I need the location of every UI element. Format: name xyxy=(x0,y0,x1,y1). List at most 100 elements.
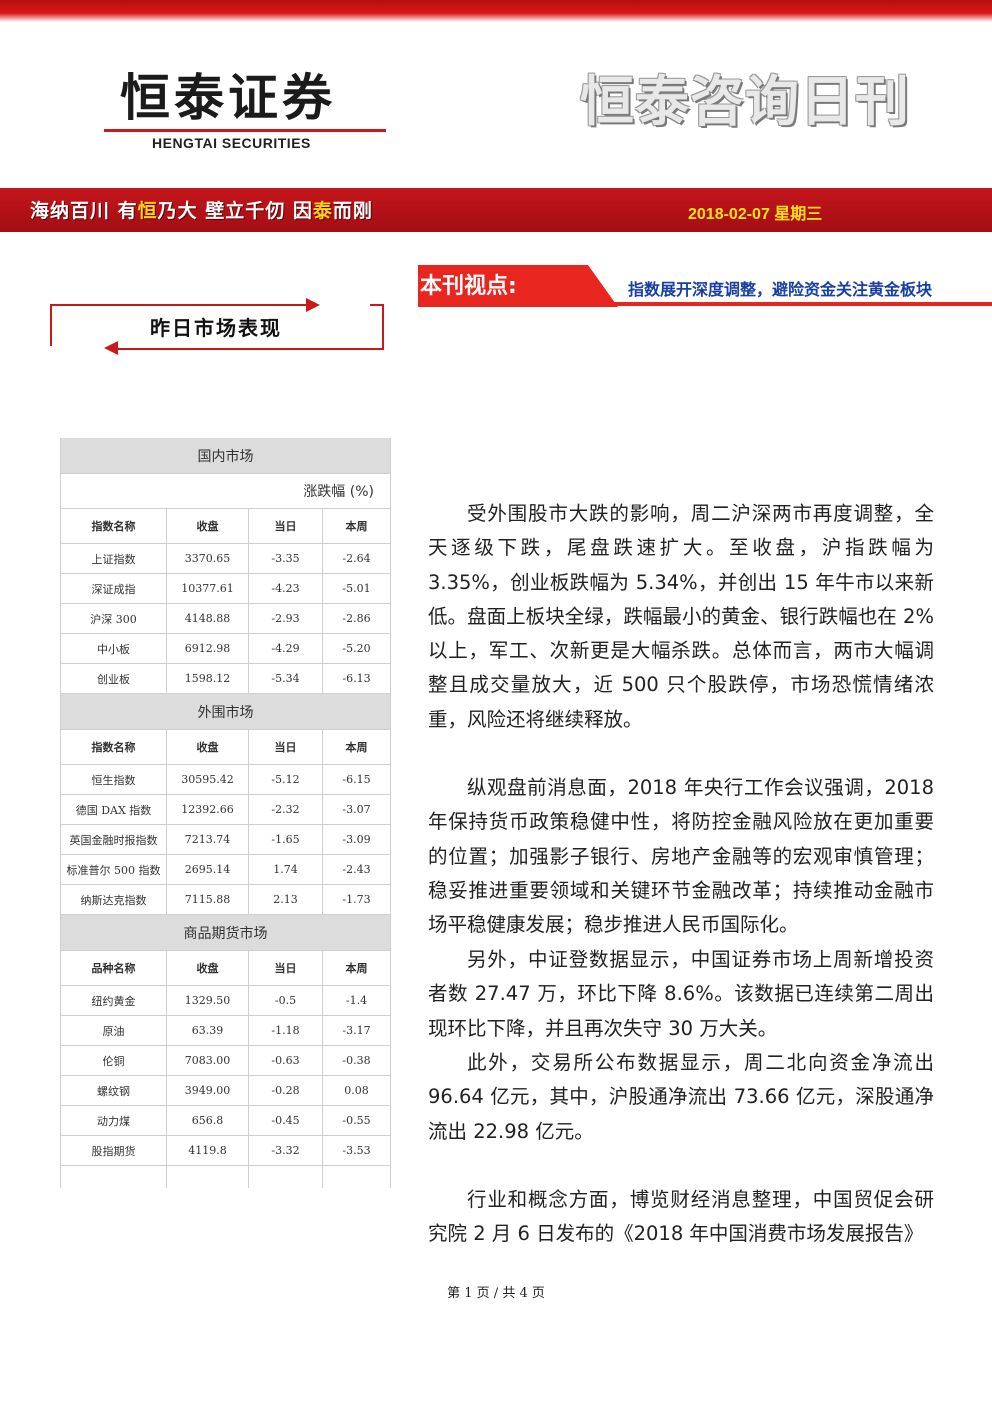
cell-day: -5.12 xyxy=(248,764,323,795)
cell-week: -6.15 xyxy=(322,764,391,795)
cell-day: -3.35 xyxy=(248,543,323,574)
table-row: 股指期货 4119.8 -3.32 -3.53 xyxy=(60,1135,391,1166)
cell-week: -2.64 xyxy=(322,543,391,574)
column-header: 本周 xyxy=(322,950,391,986)
table-row: 英国金融时报指数 7213.74 -1.65 -3.09 xyxy=(60,824,391,855)
logo-english: HENGTAI SECURITIES xyxy=(152,135,311,151)
cell-name: 上证指数 xyxy=(60,543,167,574)
cell-day: -0.45 xyxy=(248,1105,323,1136)
cell-name: 标准普尔 500 指数 xyxy=(60,854,167,885)
cell-close: 7115.88 xyxy=(166,884,249,915)
cell-name: 股指期货 xyxy=(60,1135,167,1166)
cell-close: 7213.74 xyxy=(166,824,249,855)
masthead-title: 恒泰咨询日刊 xyxy=(580,70,910,133)
table-tail-row xyxy=(60,1165,391,1188)
cell-day: -0.63 xyxy=(248,1045,323,1076)
cell-close: 6912.98 xyxy=(166,633,249,664)
banner-slogan: 海纳百川 有恒乃大 壁立千仞 因泰而刚 xyxy=(30,196,460,226)
cell-close: 3949.00 xyxy=(166,1075,249,1106)
issue-date: 2018-02-07 星期三 xyxy=(688,206,823,223)
table-row: 沪深 300 4148.88 -2.93 -2.86 xyxy=(60,603,391,634)
table-row: 纽约黄金 1329.50 -0.5 -1.4 xyxy=(60,985,391,1016)
table-row: 中小板 6912.98 -4.29 -5.20 xyxy=(60,633,391,664)
table-row: 上证指数 3370.65 -3.35 -2.64 xyxy=(60,543,391,574)
table-row: 螺纹钢 3949.00 -0.28 0.08 xyxy=(60,1075,391,1106)
column-header: 当日 xyxy=(248,508,323,544)
cell-name: 动力煤 xyxy=(60,1105,167,1136)
cell-week: -6.13 xyxy=(322,663,391,694)
cell-close: 4148.88 xyxy=(166,603,249,634)
viewpoint-headline: 指数展开深度调整，避险资金关注黄金板块 xyxy=(628,280,933,299)
slogan-part: 乃大 壁立千仞 因 xyxy=(157,200,313,222)
viewpoint-rule xyxy=(590,302,992,306)
table-row: 恒生指数 30595.42 -5.12 -6.15 xyxy=(60,764,391,795)
column-header: 本周 xyxy=(322,729,391,765)
cell-close: 1329.50 xyxy=(166,985,249,1016)
table-row: 深证成指 10377.61 -4.23 -5.01 xyxy=(60,573,391,604)
cell-week: -2.43 xyxy=(322,854,391,885)
column-header: 本周 xyxy=(322,508,391,544)
cell-week: -0.55 xyxy=(322,1105,391,1136)
cell-day: -2.93 xyxy=(248,603,323,634)
section-frame-gap xyxy=(50,346,118,352)
slogan-highlight: 泰 xyxy=(312,200,333,222)
table-row: 伦铜 7083.00 -0.63 -0.38 xyxy=(60,1045,391,1076)
body-paragraph-1: 受外围股市大跌的影响，周二沪深两市再度调整，全天逐级下跌，尾盘跌速扩大。至收盘，… xyxy=(428,502,934,731)
cell-day: -2.32 xyxy=(248,794,323,825)
cell-close: 3370.65 xyxy=(166,543,249,574)
cell-week: -3.53 xyxy=(322,1135,391,1166)
group-title: 商品期货市场 xyxy=(60,914,391,951)
page-footer: 第 1 页 / 共 4 页 xyxy=(447,1286,545,1301)
section-frame xyxy=(50,304,384,350)
cell-close: 1598.12 xyxy=(166,663,249,694)
table-row: 动力煤 656.8 -0.45 -0.55 xyxy=(60,1105,391,1136)
table-row: 德国 DAX 指数 12392.66 -2.32 -3.07 xyxy=(60,794,391,825)
section-frame-top-right xyxy=(370,304,384,306)
table-row: 标准普尔 500 指数 2695.14 1.74 -2.43 xyxy=(60,854,391,885)
unit-label: 涨跌幅 (%) xyxy=(60,473,391,509)
column-header: 指数名称 xyxy=(60,729,167,765)
cell-day: -4.29 xyxy=(248,633,323,664)
section-title: 昨日市场表现 xyxy=(150,316,282,340)
column-header: 当日 xyxy=(248,950,323,986)
cell-day: 1.74 xyxy=(248,854,323,885)
top-red-stripe xyxy=(0,0,992,22)
cell-day: -0.5 xyxy=(248,985,323,1016)
cell-week: -2.86 xyxy=(322,603,391,634)
table-header-row: 指数名称 收盘 当日 本周 xyxy=(60,729,391,765)
cell-close: 2695.14 xyxy=(166,854,249,885)
cell-close: 656.8 xyxy=(166,1105,249,1136)
cell-name: 原油 xyxy=(60,1015,167,1046)
column-header: 收盘 xyxy=(166,729,249,765)
cell-name: 沪深 300 xyxy=(60,603,167,634)
cell-day: -5.34 xyxy=(248,663,323,694)
viewpoint-tab xyxy=(418,265,618,307)
slogan-part: 海纳百川 有 xyxy=(30,200,138,222)
cell-name: 德国 DAX 指数 xyxy=(60,794,167,825)
cell-close: 10377.61 xyxy=(166,573,249,604)
slogan-highlight: 恒 xyxy=(137,200,158,222)
body-paragraph-4: 此外，交易所公布数据显示，周二北向资金净流出 96.64 亿元，其中，沪股通净流… xyxy=(428,1051,934,1143)
cell-day: -0.28 xyxy=(248,1075,323,1106)
cell-day: -1.65 xyxy=(248,824,323,855)
cell-week: -5.01 xyxy=(322,573,391,604)
cell-close: 30595.42 xyxy=(166,764,249,795)
cell-week: -1.4 xyxy=(322,985,391,1016)
cell-name: 中小板 xyxy=(60,633,167,664)
cell-name: 纳斯达克指数 xyxy=(60,884,167,915)
empty-cell xyxy=(60,1165,167,1188)
cell-name: 螺纹钢 xyxy=(60,1075,167,1106)
table-row: 原油 63.39 -1.18 -3.17 xyxy=(60,1015,391,1046)
table-header-row: 品种名称 收盘 当日 本周 xyxy=(60,950,391,986)
empty-cell xyxy=(322,1165,391,1188)
cell-week: -3.07 xyxy=(322,794,391,825)
body-paragraph-2: 纵观盘前消息面，2018 年央行工作会议强调，2018 年保持货币政策稳健中性，… xyxy=(428,776,934,937)
cell-day: -1.18 xyxy=(248,1015,323,1046)
arrow-left-icon xyxy=(104,341,118,355)
table-row: 创业板 1598.12 -5.34 -6.13 xyxy=(60,663,391,694)
empty-cell xyxy=(166,1165,249,1188)
cell-week: -3.17 xyxy=(322,1015,391,1046)
cell-day: 2.13 xyxy=(248,884,323,915)
empty-cell xyxy=(248,1165,323,1188)
cell-close: 63.39 xyxy=(166,1015,249,1046)
